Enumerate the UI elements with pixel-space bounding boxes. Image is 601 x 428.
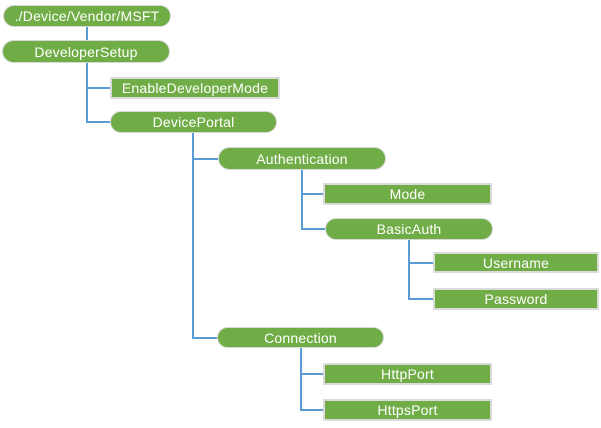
- connector-line-vertical: [192, 133, 194, 339]
- tree-node-mode: Mode: [323, 183, 492, 205]
- tree-node-basic-auth: BasicAuth: [325, 218, 493, 240]
- connector-line-vertical: [408, 240, 410, 300]
- tree-node-connection: Connection: [217, 327, 384, 348]
- tree-node-device-portal: DevicePortal: [110, 111, 277, 133]
- tree-node-username: Username: [433, 252, 599, 273]
- connector-line-horizontal: [86, 87, 110, 89]
- connector-line-horizontal: [300, 373, 323, 375]
- connector-line-horizontal: [300, 409, 323, 411]
- connector-line-vertical: [300, 348, 302, 411]
- tree-node-enable-developer-mode: EnableDeveloperMode: [110, 77, 280, 99]
- tree-node-developer-setup: DeveloperSetup: [2, 40, 170, 63]
- connector-line-horizontal: [408, 262, 433, 264]
- tree-node-root: ./Device/Vendor/MSFT: [3, 5, 171, 27]
- tree-node-http-port: HttpPort: [323, 363, 492, 385]
- connector-line-vertical: [301, 170, 303, 230]
- connector-line-horizontal: [301, 228, 325, 230]
- connector-line-vertical: [86, 63, 88, 123]
- tree-node-authentication: Authentication: [218, 147, 386, 170]
- tree-node-password: Password: [433, 288, 599, 310]
- connector-line-horizontal: [86, 121, 110, 123]
- connector-line-horizontal: [192, 337, 217, 339]
- connector-line-horizontal: [192, 158, 218, 160]
- connector-line-horizontal: [408, 298, 433, 300]
- connector-line-vertical: [86, 27, 88, 41]
- connector-line-horizontal: [301, 193, 323, 195]
- tree-node-https-port: HttpsPort: [323, 399, 492, 421]
